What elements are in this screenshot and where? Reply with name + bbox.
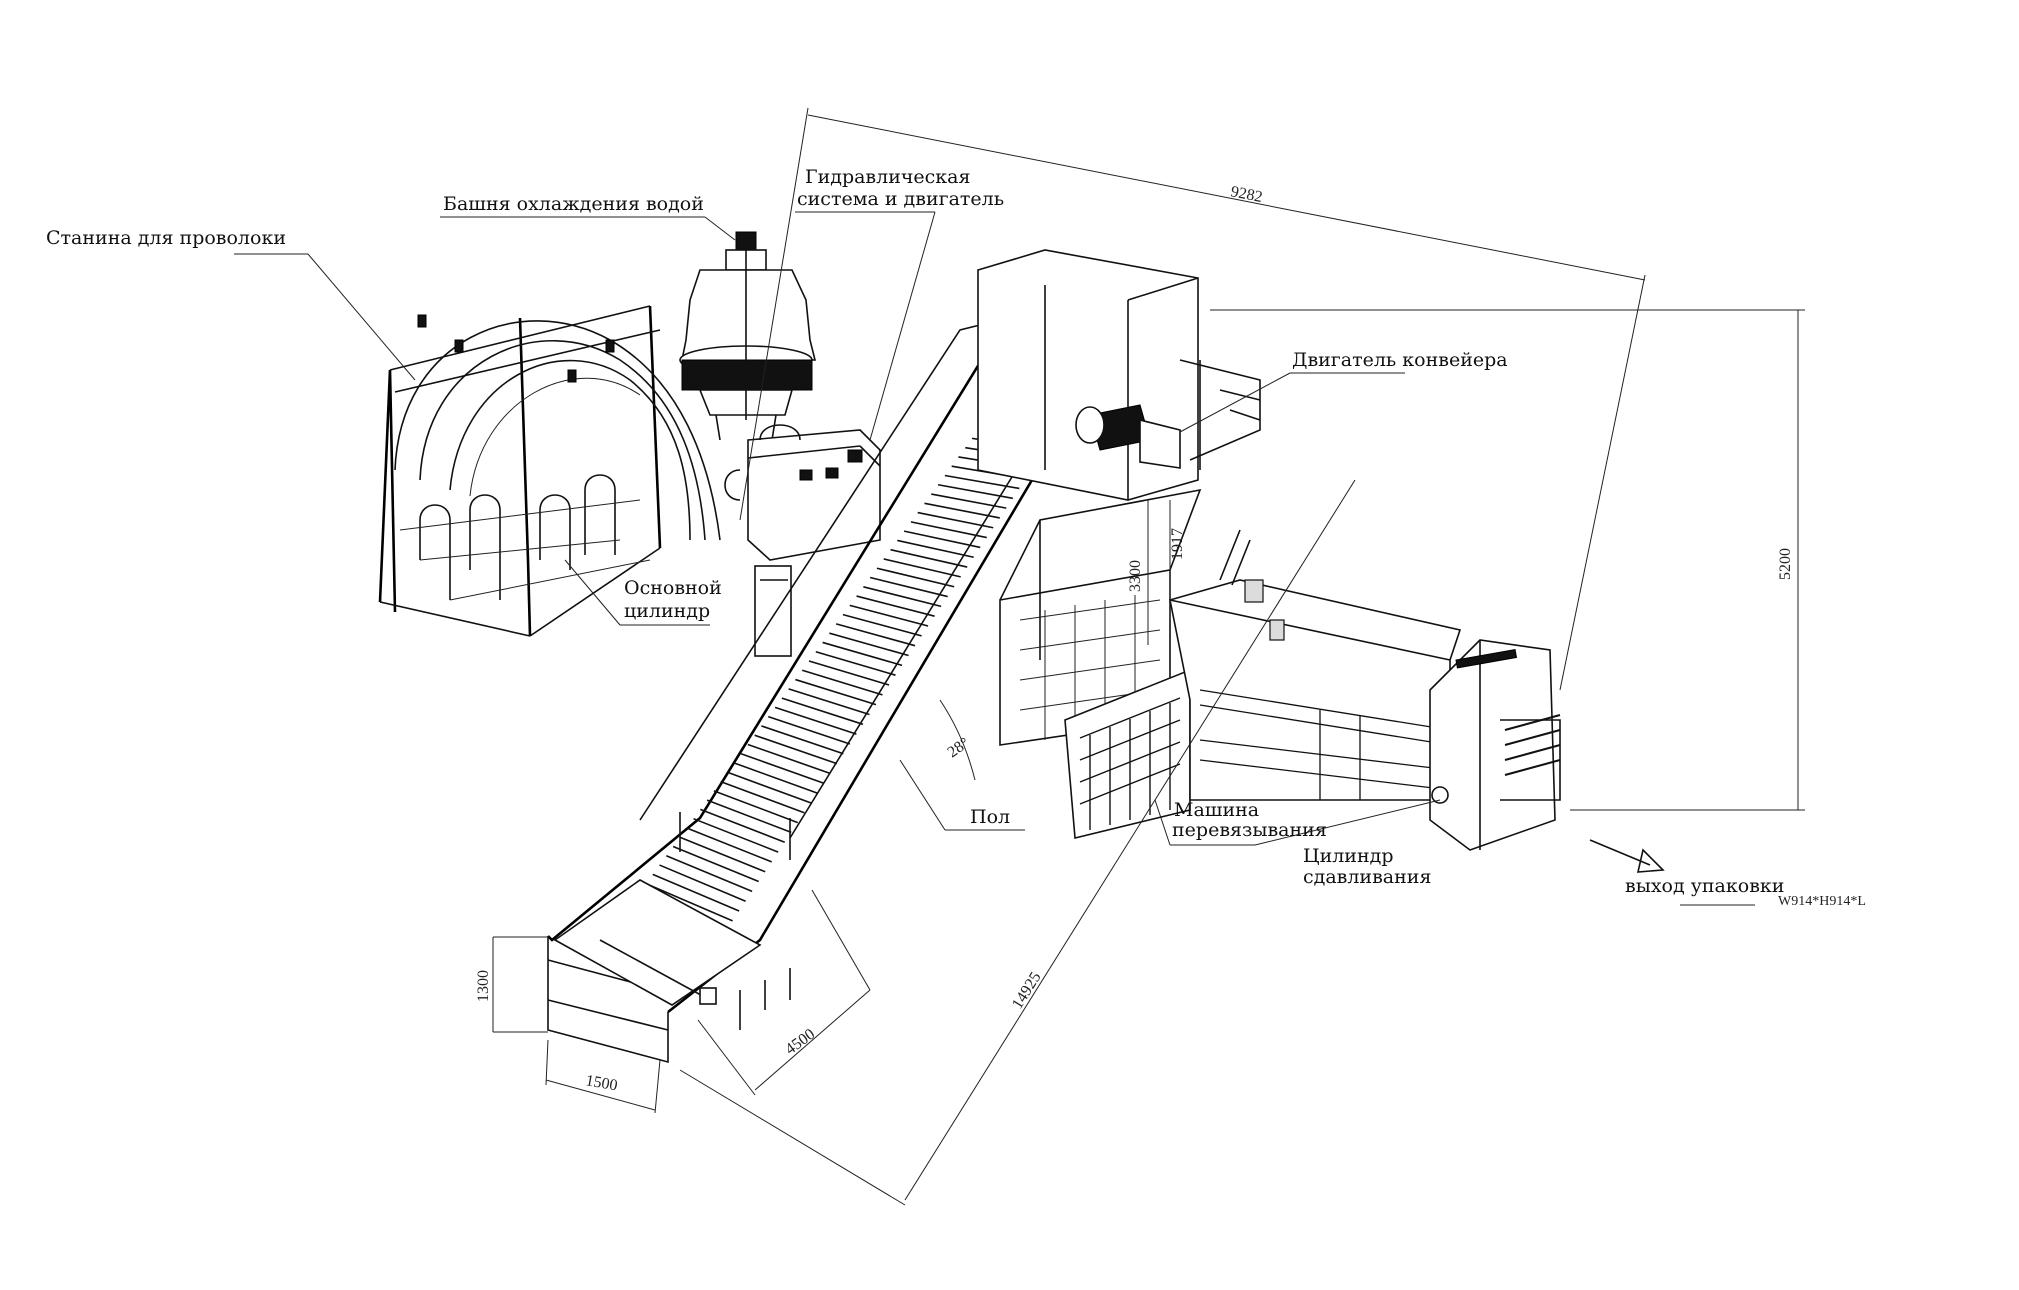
label-press-cylinder-line1: Цилиндр: [1303, 845, 1394, 867]
label-cooling-tower: Башня охлаждения водой: [443, 193, 704, 215]
label-bale-size: W914*H914*L: [1778, 894, 1866, 909]
label-hydraulic-line2: система и двигатель: [797, 188, 1004, 210]
conveyor-slat: [693, 817, 779, 853]
conveyor-slat: [822, 641, 903, 667]
conveyor-slat: [835, 623, 916, 647]
dim-3300: 3300: [1127, 560, 1144, 592]
label-hydraulic-line1: Гидравлическая: [805, 166, 971, 188]
wire-frame-drawing: [378, 305, 721, 637]
conveyor-slat: [924, 502, 1000, 519]
label-tying-line1: Машина: [1174, 799, 1259, 821]
dim-9282: 9282: [1229, 183, 1264, 206]
conveyor-slat: [679, 836, 766, 873]
conveyor-slat: [652, 873, 740, 912]
labels: Станина для проволоки Башня охлаждения в…: [46, 166, 1866, 909]
conveyor-slat: [761, 725, 844, 755]
conveyor-slat: [849, 604, 929, 627]
conveyor-slat: [727, 771, 812, 804]
conveyor-slat: [944, 474, 1020, 490]
conveyor-slat: [931, 493, 1007, 509]
dim-5200: 5200: [1777, 548, 1794, 580]
conveyor-slat: [672, 845, 759, 883]
label-tying-line2: перевязывания: [1172, 819, 1327, 841]
conveyor-slat: [645, 882, 733, 922]
conveyor-slat: [720, 780, 805, 814]
conveyor-slat: [767, 715, 851, 745]
dim-1917: 1917: [1169, 528, 1186, 560]
conveyor-slat: [740, 753, 825, 785]
dim-1300: 1300: [475, 970, 492, 1002]
conveyor-slat: [700, 808, 786, 843]
label-floor: Пол: [970, 806, 1010, 828]
conveyor-slat: [734, 762, 818, 794]
conveyor-slat: [829, 632, 909, 657]
conveyor-slat: [876, 567, 955, 588]
conveyor-slat: [842, 613, 922, 637]
label-press-cylinder-line2: сдавливания: [1303, 866, 1431, 888]
conveyor-slat: [788, 688, 870, 716]
conveyor-slat: [917, 511, 994, 529]
dim-14925: 14925: [1009, 969, 1045, 1012]
conveyor-slat: [666, 855, 753, 893]
conveyor-slat: [869, 576, 948, 598]
label-wire-frame: Станина для проволоки: [46, 227, 286, 249]
baler-body-drawing: [977, 249, 1561, 851]
conveyor-slat: [808, 660, 890, 686]
label-main-cylinder-line2: цилиндр: [624, 600, 710, 622]
cooling-tower-drawing: [679, 231, 817, 441]
conveyor-slat: [856, 595, 935, 617]
label-bale-exit: выход упаковки: [1625, 875, 1784, 897]
conveyor-slat: [795, 678, 877, 706]
conveyor-slat: [686, 827, 772, 863]
conveyor-slat: [890, 548, 968, 568]
conveyor-slat: [815, 650, 896, 676]
conveyor-slat: [706, 799, 792, 834]
conveyor-slat: [903, 530, 981, 549]
conveyor-slat: [937, 483, 1013, 500]
dim-4500: 4500: [782, 1026, 818, 1059]
conveyor-slat: [713, 790, 799, 824]
dimension-lines: [492, 107, 1805, 1206]
hydraulic-station-drawing: [724, 424, 881, 657]
conveyor-slat: [754, 734, 838, 765]
conveyor-slat: [659, 864, 746, 902]
dim-1500: 1500: [584, 1072, 618, 1094]
conveyor-slat: [863, 586, 942, 608]
label-conveyor-motor: Двигатель конвейера: [1292, 349, 1508, 371]
conveyor-slat: [910, 521, 987, 539]
conveyor-slat: [883, 558, 961, 578]
conveyor-slat: [747, 743, 831, 775]
conveyor-slat: [774, 706, 857, 735]
leader-lines: [234, 211, 1755, 906]
conveyor-slat: [897, 539, 974, 559]
conveyor-slat: [781, 697, 864, 726]
conveyor-slat: [801, 669, 883, 696]
label-main-cylinder-line1: Основной: [624, 577, 722, 599]
